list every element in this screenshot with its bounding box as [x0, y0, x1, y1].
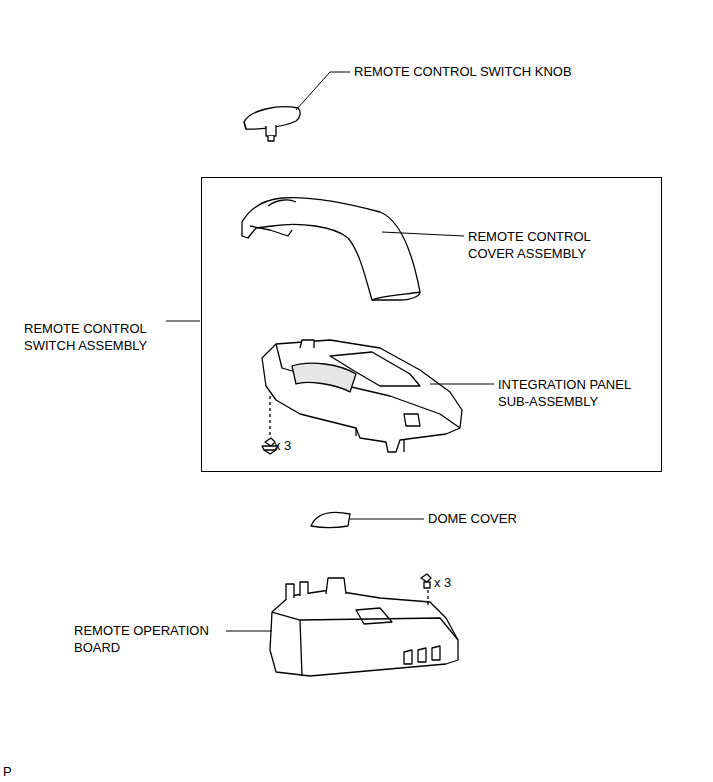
- part-label: REMOTE CONTROL COVER ASSEMBLY: [468, 228, 618, 262]
- leader-line: [226, 631, 272, 632]
- screw: [421, 574, 431, 588]
- part-label: DOME COVER: [428, 510, 548, 527]
- leader-line: [350, 519, 424, 520]
- quantity-label: x 3: [274, 437, 314, 454]
- assembly-frame: REMOTE CONTROL SWITCH ASSEMBLY: [201, 177, 662, 472]
- assembly-heading: REMOTE CONTROL SWITCH ASSEMBLY: [24, 320, 164, 354]
- leader-line: [382, 232, 464, 236]
- integration-panel: [262, 340, 462, 452]
- quantity-label: x 3: [434, 574, 474, 591]
- operation-board: [270, 578, 458, 676]
- screw-line: [427, 590, 428, 608]
- screw-line: [269, 396, 270, 436]
- switch-knob: [244, 107, 300, 141]
- part-label: REMOTE CONTROL SWITCH KNOB: [354, 63, 594, 80]
- leader-line: [430, 384, 494, 385]
- part-label: INTEGRATION PANEL SUB-ASSEMBLY: [498, 376, 650, 410]
- dome-cover: [311, 513, 350, 528]
- cover-assembly: [242, 198, 420, 300]
- part-label: P: [3, 763, 23, 780]
- leader-line: [166, 321, 200, 322]
- leader-line: [296, 72, 350, 110]
- part-label: REMOTE OPERATION BOARD: [74, 622, 214, 656]
